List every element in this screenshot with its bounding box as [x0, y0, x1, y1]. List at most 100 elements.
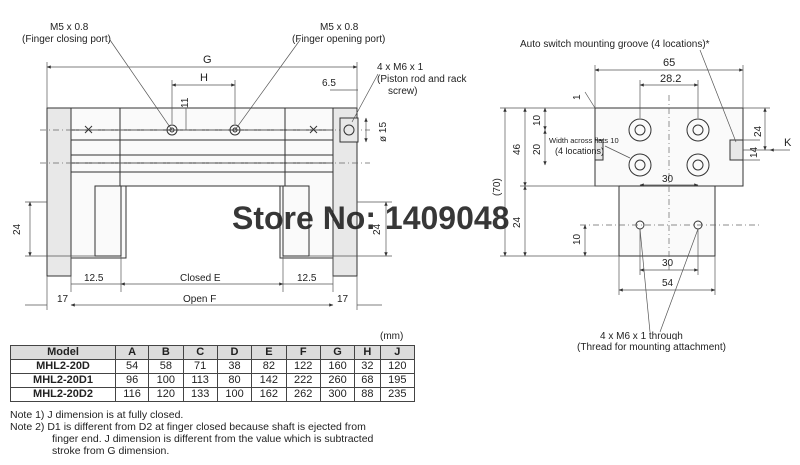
- col-header: A: [114, 345, 150, 360]
- table-cell: 300: [319, 387, 356, 402]
- table-cell: 88: [354, 387, 381, 402]
- table-cell: 122: [285, 359, 321, 374]
- table-cell: 120: [379, 359, 416, 374]
- table-row: MHL2-20D1 96 100 113 80 142 222 260 68 1…: [10, 373, 416, 388]
- dim-12-5-right: 12.5: [297, 273, 317, 284]
- front-view: M5 x 0.8 (Finger closing port) M5 x 0.8 …: [12, 22, 467, 310]
- table-cell: 80: [216, 373, 253, 388]
- table-cell: 222: [285, 373, 321, 388]
- table-cell: 58: [148, 359, 184, 374]
- col-header: J: [379, 345, 416, 360]
- table-cell: 133: [182, 387, 218, 402]
- table-cell: 260: [319, 373, 356, 388]
- watermark: Store No: 1409048: [232, 200, 509, 236]
- col-header: B: [148, 345, 184, 360]
- dim-11: 11: [180, 97, 191, 108]
- screw-label: 4 x M6 x 1: [377, 62, 424, 73]
- table-cell: 116: [114, 387, 150, 402]
- dim-14: 14: [749, 146, 760, 158]
- dim-10-top: 10: [532, 114, 543, 126]
- dim-20: 20: [532, 143, 543, 155]
- table-cell: 262: [285, 387, 321, 402]
- dim-6-5: 6.5: [322, 78, 336, 89]
- dim-24-right: 24: [372, 223, 383, 235]
- table-cell: 142: [251, 373, 287, 388]
- dim-10-bottom: 10: [572, 233, 583, 245]
- technical-drawing: M5 x 0.8 (Finger closing port) M5 x 0.8 …: [12, 22, 792, 340]
- dim-28-2: 28.2: [660, 73, 681, 85]
- dim-12-5-left: 12.5: [84, 273, 104, 284]
- col-header: D: [216, 345, 253, 360]
- opening-port-size: M5 x 0.8: [320, 22, 359, 33]
- table-header-row: Model A B C D E F G H J: [10, 345, 416, 360]
- table-cell: 100: [148, 373, 184, 388]
- table-cell: 113: [182, 373, 218, 388]
- table-cell: MHL2-20D: [10, 359, 116, 374]
- dim-17-left: 17: [57, 294, 69, 305]
- left-finger: [46, 107, 72, 277]
- table-cell: 82: [251, 359, 287, 374]
- table-cell: 68: [354, 373, 381, 388]
- opening-port-desc: (Finger opening port): [292, 34, 385, 45]
- boss-top-left-icon: [628, 118, 652, 142]
- dim-1: 1: [572, 94, 583, 100]
- flats-label-1: Width across flats 10: [549, 136, 619, 145]
- flats-label-2: (4 locations): [555, 146, 604, 156]
- boss-bottom-right-icon: [686, 153, 710, 177]
- col-header: C: [182, 345, 218, 360]
- col-header: H: [354, 345, 381, 360]
- table-cell: 120: [148, 387, 184, 402]
- table-cell: MHL2-20D1: [10, 373, 116, 388]
- dim-H: H: [200, 72, 208, 84]
- opening-port-icon: [229, 124, 241, 136]
- dim-24-left-side: 24: [512, 216, 523, 228]
- arrow-K: K: [784, 137, 792, 149]
- dim-dia15: ø 15: [378, 122, 389, 142]
- closing-port-desc: (Finger closing port): [22, 34, 111, 45]
- gripper-body: [119, 107, 286, 187]
- dim-open-F: Open F: [183, 294, 216, 305]
- col-header: F: [285, 345, 321, 360]
- closing-port-icon: [166, 124, 178, 136]
- table-cell: 162: [251, 387, 287, 402]
- dimension-table: Model A B C D E F G H J MHL2-20D 54 58 7…: [10, 345, 416, 402]
- side-view: Auto switch mounting groove (4 locations…: [492, 39, 792, 340]
- table-cell: 71: [182, 359, 218, 374]
- table-cell: 38: [216, 359, 253, 374]
- col-header: E: [251, 345, 287, 360]
- col-header: G: [319, 345, 356, 360]
- table-cell: 100: [216, 387, 253, 402]
- screw-desc-2: screw): [388, 86, 417, 97]
- dim-30-bottom: 30: [662, 258, 674, 269]
- table-row: MHL2-20D2 116 120 133 100 162 262 300 88…: [10, 387, 416, 402]
- col-header: Model: [10, 345, 116, 360]
- dim-70: (70): [492, 178, 503, 196]
- dim-G: G: [203, 54, 212, 66]
- table-cell: MHL2-20D2: [10, 387, 116, 402]
- dim-30-top: 30: [662, 174, 674, 185]
- note-2-line-1: Note 2) D1 is different from D2 at finge…: [10, 421, 366, 433]
- closing-port-size: M5 x 0.8: [50, 22, 89, 33]
- note-1: Note 1) J dimension is at fully closed.: [10, 409, 184, 421]
- notes: Note 1) J dimension is at fully closed. …: [10, 409, 420, 457]
- groove-label: Auto switch mounting groove (4 locations…: [520, 39, 710, 50]
- table-cell: 54: [114, 359, 150, 374]
- screw-desc-1: (Piston rod and rack: [377, 74, 467, 85]
- thread-label: 4 x M6 x 1 through: [600, 331, 683, 340]
- dim-closed-E: Closed E: [180, 273, 221, 284]
- thread-desc: (Thread for mounting attachment): [577, 342, 726, 353]
- dim-24-left: 24: [12, 223, 23, 235]
- dim-24-right-side: 24: [753, 125, 764, 137]
- note-2-line-3: stroke from G dimension.: [52, 445, 170, 457]
- dim-17-right: 17: [337, 294, 349, 305]
- unit-label: (mm): [380, 331, 404, 342]
- dim-46: 46: [512, 143, 523, 155]
- boss-top-right-icon: [686, 118, 710, 142]
- table-cell: 160: [319, 359, 356, 374]
- table-row: MHL2-20D 54 58 71 38 82 122 160 32 120: [10, 359, 416, 374]
- dim-54: 54: [662, 278, 674, 289]
- boss-bottom-left-icon: [628, 153, 652, 177]
- table-cell: 96: [114, 373, 150, 388]
- table-cell: 32: [354, 359, 381, 374]
- note-2-line-2: finger end. J dimension is different fro…: [52, 433, 374, 445]
